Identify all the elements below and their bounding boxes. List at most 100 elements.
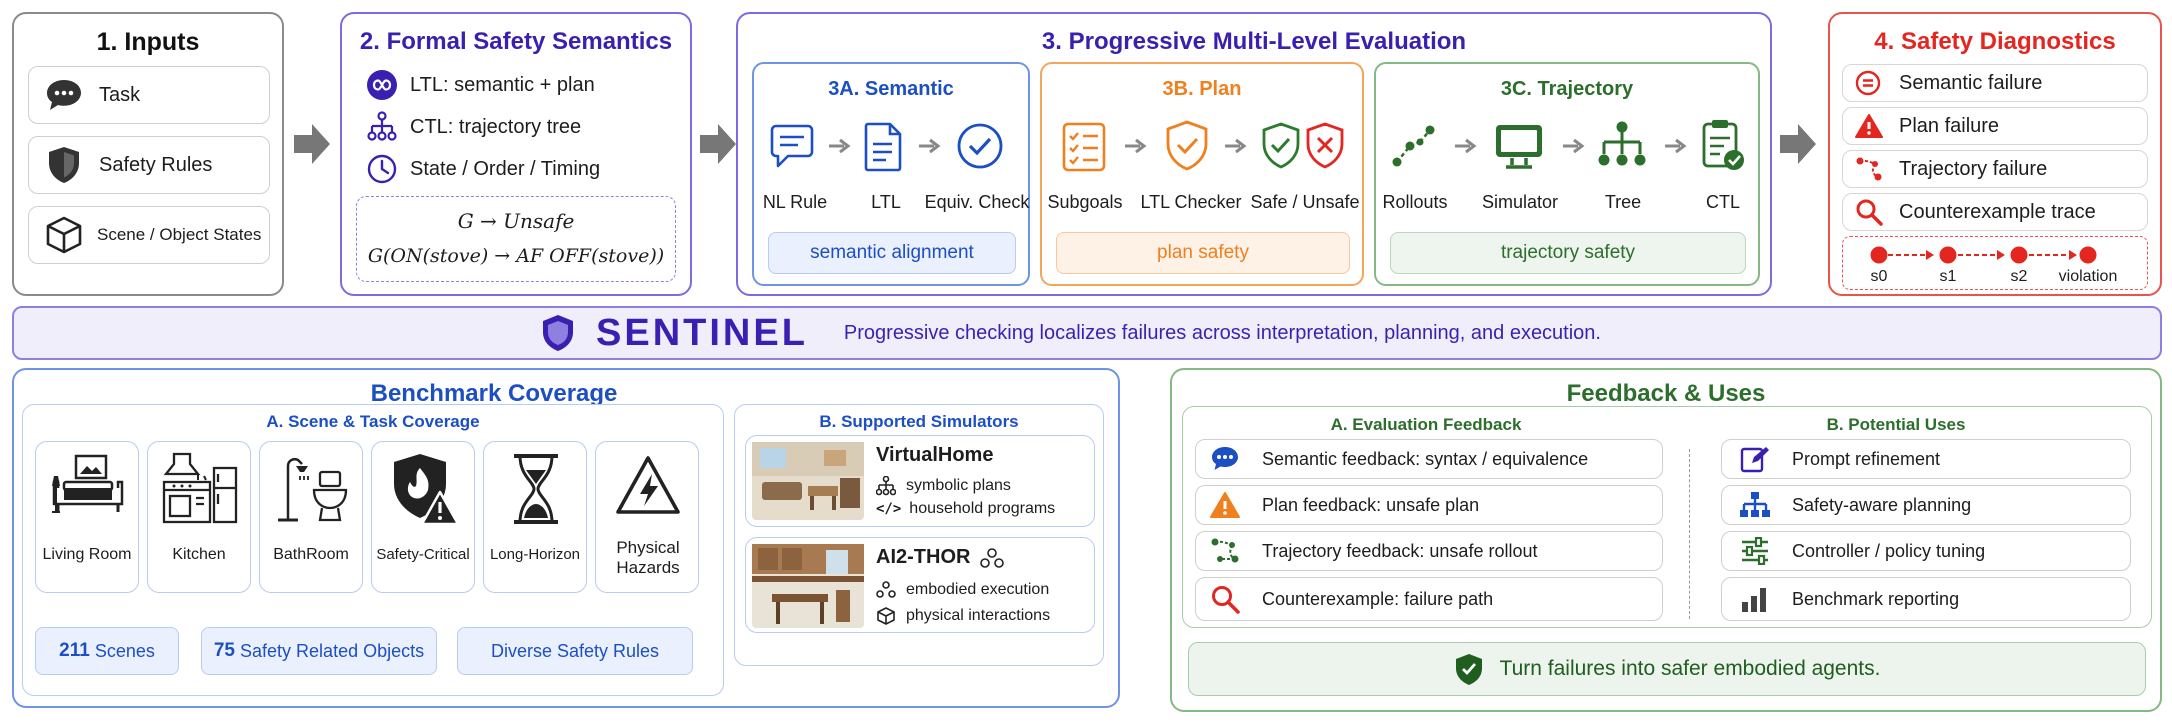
- scene-coverage-subpanel: A. Scene & Task Coverage Living Room Kit…: [22, 404, 724, 696]
- scene-label-safety-critical: Safety-Critical: [376, 546, 470, 563]
- edit-icon: [1740, 445, 1770, 473]
- formula-box: G → Unsafe G(ON(stove) → AF OFF(stove)): [356, 196, 676, 282]
- chat-dots-icon: [1210, 445, 1240, 473]
- sim-feature-row: </> household programs: [876, 500, 1056, 517]
- trace-state-s1: s1: [1939, 268, 1957, 285]
- trace-arrows: [1870, 246, 2097, 264]
- sim-feature-row: embodied execution: [876, 580, 1049, 600]
- shield-check-icon: [1454, 652, 1484, 686]
- formula-2: G(ON(stove) → AF OFF(stove)): [367, 245, 665, 267]
- fire-shield-icon: [390, 452, 460, 526]
- equals-circle-icon: [1855, 70, 1881, 96]
- checklist-icon: [1062, 122, 1106, 172]
- scene-card-living-room: Living Room: [35, 441, 139, 593]
- semantics-panel: 2. Formal Safety Semantics LTL: semantic…: [340, 12, 692, 296]
- semantics-item-timing-label: State / Order / Timing: [410, 157, 601, 180]
- rollouts-icon: [1390, 122, 1438, 170]
- input-safety-rules-label: Safety Rules: [99, 153, 213, 176]
- flow-arrow-icon: [700, 124, 736, 164]
- safe-shield-icon: [1260, 122, 1302, 170]
- arrow-icon: [1454, 138, 1478, 154]
- semantic-step-1: NL Rule: [762, 192, 828, 212]
- arrow-icon: [918, 138, 942, 154]
- eval-feedback-item: Semantic feedback: syntax / equivalence: [1195, 439, 1663, 479]
- sliders-icon: [1740, 537, 1770, 565]
- diag-counterexample: Counterexample trace: [1842, 193, 2148, 231]
- warning-icon: [1210, 491, 1240, 519]
- tree-icon: [366, 111, 398, 143]
- diagnostics-panel: 4. Safety Diagnostics Semantic failure P…: [1828, 12, 2162, 296]
- trace-state-s2: s2: [2010, 268, 2028, 285]
- bar-chart-icon: [1740, 585, 1770, 613]
- cube-icon: [876, 606, 896, 626]
- kitchen-icon: [160, 452, 240, 526]
- scene-label-living-room: Living Room: [42, 546, 132, 563]
- hierarchy-icon: [876, 476, 896, 496]
- sim-card-ai2thor: AI2-THOR embodied execution physical int…: [745, 537, 1095, 633]
- clock-icon: [366, 153, 398, 185]
- plan-step-3: Safe / Unsafe: [1250, 192, 1360, 212]
- trajectory-icon: [1210, 537, 1240, 565]
- magnifier-icon: [1210, 584, 1240, 614]
- trajectory-step-3: Tree: [1604, 192, 1642, 212]
- eval-feedback-title: A. Evaluation Feedback: [1330, 415, 1522, 434]
- sentinel-name: SENTINEL: [596, 311, 808, 354]
- shield-check-icon: [1164, 120, 1210, 172]
- chat-bubble-icon: [45, 77, 83, 113]
- formula-1: G → Unsafe: [457, 209, 575, 233]
- cube-icon: [45, 215, 83, 255]
- clipboard-check-icon: [1700, 118, 1746, 174]
- sim-card-virtualhome: VirtualHome symbolic plans </> household…: [745, 435, 1095, 527]
- scene-coverage-title: A. Scene & Task Coverage: [266, 412, 480, 431]
- robot-icon: [876, 580, 896, 600]
- arrow-icon: [1562, 138, 1586, 154]
- code-icon: </>: [876, 501, 902, 517]
- benchmark-title: Benchmark Coverage: [370, 380, 618, 407]
- inputs-title: 1. Inputs: [96, 28, 200, 56]
- diag-semantic-failure: Semantic failure: [1842, 64, 2148, 102]
- scene-label-kitchen: Kitchen: [172, 546, 226, 563]
- trace-state-violation: violation: [2058, 268, 2118, 285]
- semantic-step-3: Equiv. Check: [924, 192, 1030, 212]
- trajectory-step-4: CTL: [1705, 192, 1740, 212]
- evaluation-title: 3. Progressive Multi-Level Evaluation: [1041, 28, 1467, 55]
- feedback-inner: A. Evaluation Feedback B. Potential Uses…: [1182, 406, 2152, 628]
- benchmark-panel: Benchmark Coverage A. Scene & Task Cover…: [12, 368, 1120, 708]
- arrow-icon: [1664, 138, 1688, 154]
- bathroom-icon: [274, 454, 350, 526]
- infinity-icon: [366, 69, 398, 101]
- semantics-title: 2. Formal Safety Semantics: [359, 28, 673, 55]
- diag-plan-failure: Plan failure: [1842, 107, 2148, 145]
- semantics-item-timing: State / Order / Timing: [366, 153, 600, 185]
- arrow-icon: [828, 138, 852, 154]
- simulators-subpanel: B. Supported Simulators VirtualHome symb…: [734, 404, 1104, 666]
- semantics-item-ctl-label: CTL: trajectory tree: [410, 115, 582, 138]
- potential-use-item: Benchmark reporting: [1721, 577, 2131, 621]
- unsafe-shield-icon: [1304, 122, 1346, 170]
- high-voltage-icon: [614, 454, 682, 518]
- robot-group-icon: [980, 547, 1005, 569]
- simulators-title: B. Supported Simulators: [819, 412, 1019, 431]
- input-scene-states-label: Scene / Object States: [97, 225, 262, 244]
- check-circle-icon: [956, 122, 1004, 170]
- semantics-item-ltl: LTL: semantic + plan: [366, 69, 595, 101]
- diagnostics-title: 4. Safety Diagnostics: [1874, 28, 2116, 55]
- sentinel-banner: SENTINEL Progressive checking localizes …: [12, 306, 2162, 360]
- sim-name-ai2thor: AI2-THOR: [876, 546, 971, 568]
- plan-subpanel-title: 3B. Plan: [1162, 78, 1242, 100]
- shield-icon: [45, 145, 83, 185]
- stat-scenes: 211 Scenes: [35, 627, 179, 675]
- potential-use-item: Safety-aware planning: [1721, 485, 2131, 525]
- semantics-item-ctl: CTL: trajectory tree: [366, 111, 581, 143]
- virtualhome-scene-thumbnail: [752, 442, 864, 520]
- scene-card-safety-critical: Safety-Critical: [371, 441, 475, 593]
- stat-objects: 75 Safety Related Objects: [201, 627, 437, 675]
- document-chat-icon: [770, 122, 814, 172]
- scene-label-physical-hazards: Physical Hazards: [616, 538, 680, 577]
- input-scene-states: Scene / Object States: [28, 206, 270, 264]
- flow-arrow-icon: [1780, 124, 1816, 164]
- feedback-panel: Feedback & Uses A. Evaluation Feedback B…: [1170, 368, 2162, 712]
- semantic-tag: semantic alignment: [768, 232, 1016, 274]
- stat-rules: Diverse Safety Rules: [457, 627, 693, 675]
- feedback-footer: Turn failures into safer embodied agents…: [1188, 642, 2146, 696]
